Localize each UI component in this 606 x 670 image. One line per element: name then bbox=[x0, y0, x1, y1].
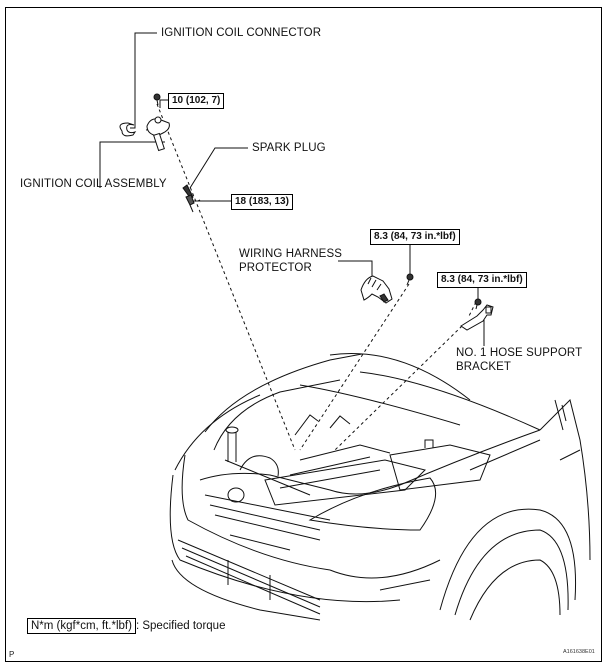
label-hose-support-bracket-line1: NO. 1 HOSE SUPPORT bbox=[456, 347, 583, 359]
bolt-icon bbox=[153, 93, 161, 106]
ignition-coil-icon bbox=[119, 116, 170, 152]
label-ignition-coil-assembly: IGNITION COIL ASSEMBLY bbox=[20, 178, 167, 190]
figure-id: A161638E01 bbox=[563, 649, 595, 655]
diagram-frame bbox=[5, 7, 602, 662]
leader-lines bbox=[99, 32, 485, 346]
label-wiring-harness-protector-line2: PROTECTOR bbox=[239, 262, 312, 274]
torque-spec-wiring-harness-protector-bolt: 8.3 (84, 73 in.*lbf) bbox=[370, 229, 460, 245]
corner-mark: P bbox=[9, 650, 15, 659]
label-spark-plug: SPARK PLUG bbox=[252, 142, 326, 154]
vehicle-front-illustration bbox=[169, 352, 591, 621]
torque-spec-ignition-coil-bolt: 10 (102, 7) bbox=[168, 93, 225, 109]
spark-plug-icon bbox=[182, 184, 195, 213]
label-ignition-coil-connector: IGNITION COIL CONNECTOR bbox=[161, 27, 322, 39]
bolt-icon bbox=[406, 273, 414, 286]
torque-legend: N*m (kgf*cm, ft.*lbf): Specified torque bbox=[27, 618, 226, 634]
legend-description: : Specified torque bbox=[135, 620, 226, 632]
label-hose-support-bracket-line2: BRACKET bbox=[456, 361, 512, 373]
label-wiring-harness-protector-line1: WIRING HARNESS bbox=[239, 248, 342, 260]
torque-spec-hose-support-bracket-bolt: 8.3 (84, 73 in.*lbf) bbox=[437, 272, 527, 288]
hose-support-bracket-icon bbox=[460, 304, 494, 331]
torque-spec-spark-plug: 18 (183, 13) bbox=[231, 194, 293, 210]
assembly-axis-lines bbox=[145, 103, 477, 451]
legend-unit-box: N*m (kgf*cm, ft.*lbf) bbox=[27, 618, 136, 634]
wiring-harness-protector-icon bbox=[360, 275, 393, 304]
bolt-icon bbox=[474, 298, 482, 310]
